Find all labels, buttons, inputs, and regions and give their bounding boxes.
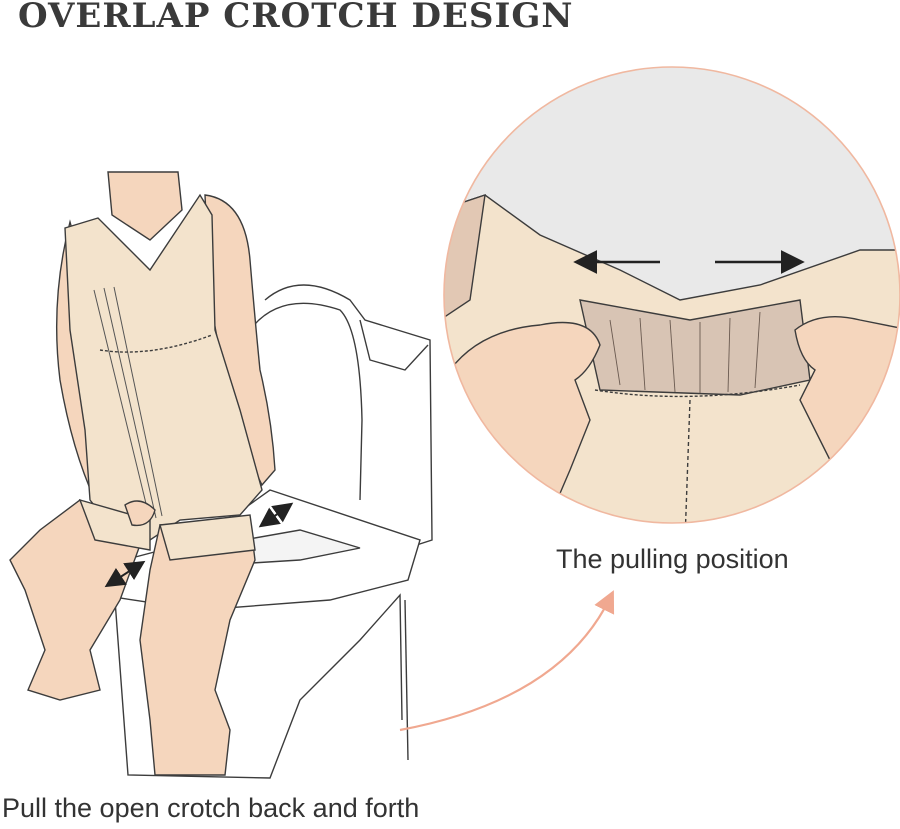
detail-caption: The pulling position — [556, 544, 789, 574]
page-title: OVERLAP CROTCH DESIGN — [18, 0, 574, 36]
curved-arrow-icon — [399, 590, 615, 732]
figure — [9, 171, 276, 776]
detail-view — [443, 66, 900, 524]
main-caption: Pull the open crotch back and forth — [2, 793, 420, 823]
hook-closure — [93, 286, 163, 521]
double-headed-arrow-icon — [104, 502, 294, 588]
